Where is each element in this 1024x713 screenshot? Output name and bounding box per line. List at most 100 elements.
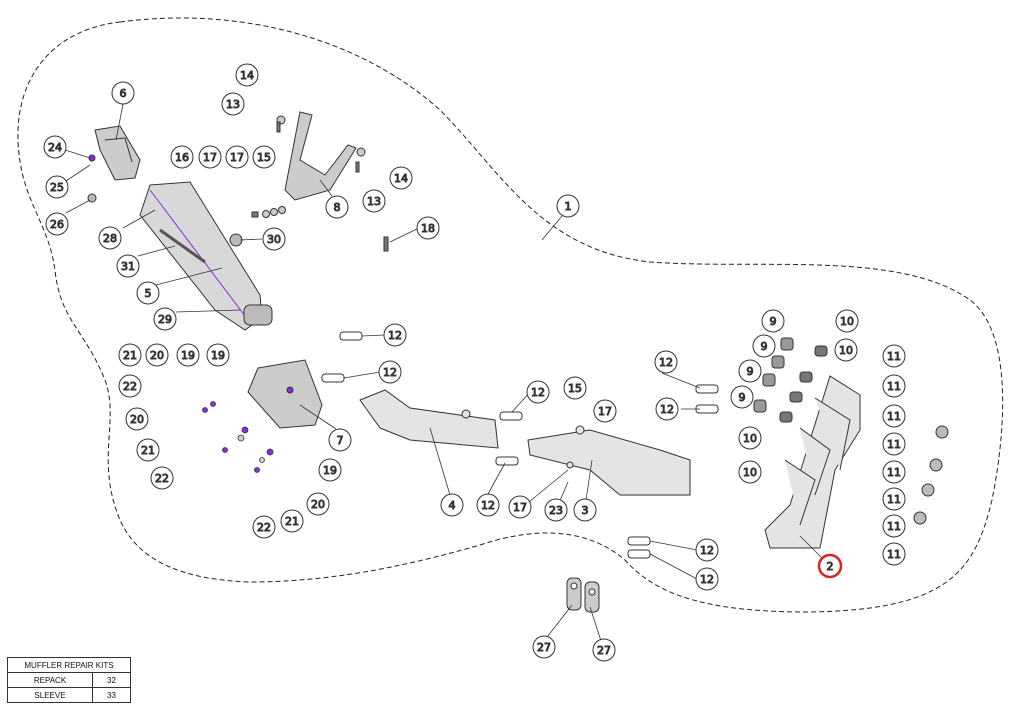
callout-16: 16 [170, 145, 194, 169]
kits-table-title: MUFFLER REPAIR KITS [7, 657, 131, 673]
callout-number: 23 [549, 504, 563, 517]
callout-12: 12 [654, 350, 678, 374]
part-gaskets-9-10 [753, 337, 828, 423]
callout-number: 9 [761, 340, 768, 353]
callout-17: 17 [225, 145, 249, 169]
part-collector-3 [527, 425, 691, 496]
callout-24: 24 [43, 135, 67, 159]
callout-26: 26 [45, 212, 69, 236]
callout-number: 12 [659, 356, 673, 369]
callout-number: 17 [230, 151, 244, 164]
callout-number: 12 [531, 386, 545, 399]
callout-number: 12 [388, 329, 402, 342]
callout-13: 13 [362, 189, 386, 213]
callout-number: 9 [747, 365, 754, 378]
callout-number: 27 [597, 644, 611, 657]
callout-10: 10 [835, 309, 859, 333]
callout-13: 13 [221, 92, 245, 116]
callout-number: 11 [887, 520, 901, 533]
callout-number: 10 [839, 344, 853, 357]
part-muffler-5 [139, 181, 273, 331]
part-heat-shield-7 [247, 359, 323, 429]
callout-25: 25 [45, 175, 69, 199]
callout-12: 12 [476, 493, 500, 517]
part-headers-2 [764, 375, 861, 549]
callout-number: 5 [145, 287, 152, 300]
callout-7: 7 [328, 428, 352, 452]
callout-18: 18 [416, 216, 440, 240]
callout-number: 26 [50, 218, 64, 231]
callout-19: 19 [206, 343, 230, 367]
callout-1: 1 [556, 194, 580, 218]
part-small-hardware [87, 121, 389, 252]
callout-number: 21 [285, 515, 299, 528]
callout-11: 11 [882, 344, 906, 368]
callout-number: 16 [175, 151, 189, 164]
callout-number: 11 [887, 438, 901, 451]
callout-number: 17 [598, 405, 612, 418]
callout-number: 11 [887, 410, 901, 423]
callout-number: 22 [123, 380, 137, 393]
callout-number: 7 [337, 434, 344, 447]
callout-22: 22 [252, 515, 276, 539]
callout-number: 3 [582, 504, 589, 517]
callout-11: 11 [882, 404, 906, 428]
callout-14: 14 [235, 63, 259, 87]
callout-number: 25 [50, 181, 64, 194]
callout-number: 19 [181, 349, 195, 362]
callout-number: 15 [257, 151, 271, 164]
callout-number: 9 [770, 315, 777, 328]
callout-17: 17 [198, 145, 222, 169]
callout-20: 20 [145, 343, 169, 367]
callout-number: 19 [211, 349, 225, 362]
callout-10: 10 [834, 338, 858, 362]
callout-9: 9 [761, 309, 785, 333]
callout-11: 11 [882, 542, 906, 566]
callout-31: 31 [116, 254, 140, 278]
callout-number: 11 [887, 466, 901, 479]
callout-number: 17 [203, 151, 217, 164]
callout-number: 27 [537, 641, 551, 654]
part-heat-shield-6 [94, 125, 141, 181]
callout-30: 30 [262, 227, 286, 251]
callout-number: 12 [700, 573, 714, 586]
muffler-repair-kits-table: MUFFLER REPAIR KITS REPACK 32 SLEEVE 33 [7, 657, 131, 703]
callout-number: 29 [158, 313, 172, 326]
part-bracket-8 [276, 111, 366, 201]
kit-label: SLEEVE [7, 687, 93, 703]
callout-5: 5 [136, 281, 160, 305]
callout-21: 21 [136, 438, 160, 462]
callout-number: 6 [120, 87, 127, 100]
part-hardware-left [202, 401, 274, 473]
callout-number: 12 [481, 499, 495, 512]
callout-number: 20 [311, 498, 325, 511]
callout-10: 10 [738, 426, 762, 450]
part-hangers-27 [566, 577, 600, 613]
callout-number: 20 [130, 413, 144, 426]
callout-number: 12 [660, 403, 674, 416]
callout-number: 15 [568, 382, 582, 395]
callout-23: 23 [544, 498, 568, 522]
kit-value: 33 [92, 687, 131, 703]
callout-number: 22 [257, 521, 271, 534]
callout-number: 9 [739, 391, 746, 404]
callout-3: 3 [573, 498, 597, 522]
callout-22: 22 [118, 374, 142, 398]
callout-21: 21 [118, 343, 142, 367]
callout-27: 27 [592, 638, 616, 662]
callout-12: 12 [378, 360, 402, 384]
callout-number: 14 [394, 172, 408, 185]
kit-value: 32 [92, 672, 131, 688]
callout-number: 31 [121, 260, 135, 273]
callout-number: 11 [887, 548, 901, 561]
callout-number: 10 [840, 315, 854, 328]
callout-12: 12 [695, 567, 719, 591]
callout-number: 12 [700, 544, 714, 557]
callout-number: 2 [827, 560, 834, 573]
callout-17: 17 [593, 399, 617, 423]
callout-2: 2 [817, 553, 843, 579]
callout-number: 13 [226, 98, 240, 111]
callout-number: 11 [887, 493, 901, 506]
kits-table-header: MUFFLER REPAIR KITS [7, 657, 131, 673]
callout-20: 20 [125, 407, 149, 431]
